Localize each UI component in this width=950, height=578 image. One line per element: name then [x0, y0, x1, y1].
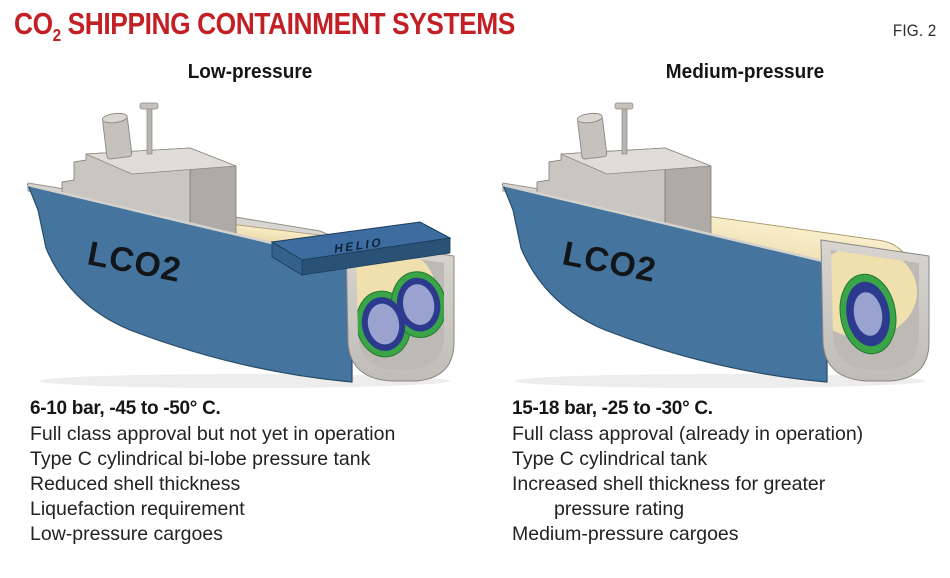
spec-line: Medium-pressure cargoes [512, 523, 739, 545]
mast-icon [139, 102, 159, 155]
low-pressure-spec-list: Full class approval but not yet in opera… [30, 422, 480, 547]
stern-cross-section [820, 239, 930, 382]
spec-line: Increased shell thickness for greater [512, 473, 826, 495]
spec-line: Full class approval but not yet in opera… [30, 423, 396, 445]
title-rest: SHIPPING CONTAINMENT SYSTEMS [60, 6, 516, 41]
medium-pressure-specs: 15-18 bar, -25 to -30° C. Full class app… [512, 396, 942, 547]
low-pressure-ship-illustration: LCO2 HELIO [27, 102, 455, 388]
spec-line: Low-pressure cargoes [30, 523, 223, 545]
hull-side [502, 184, 828, 383]
gunwale-lip [502, 183, 828, 264]
spec-line: Full class approval (already in operatio… [512, 423, 864, 445]
funnel-icon [101, 112, 133, 160]
mast-icon [614, 102, 634, 155]
stern-cross-section [345, 239, 455, 382]
spec-line: pressure rating [554, 498, 685, 520]
title-prefix: CO [14, 6, 53, 41]
spec-line: Type C cylindrical bi-lobe pressure tank [30, 448, 371, 470]
spec-line: Liquefaction requirement [30, 498, 245, 520]
title-subscript: 2 [52, 24, 61, 45]
funnel-icon [576, 112, 608, 160]
fig-number-label: FIG. 2 [892, 21, 936, 40]
medium-pressure-ship-illustration: LCO2 [502, 102, 930, 388]
hatch-panel: HELIO [270, 221, 452, 276]
cylinder-tank-cross-section [839, 273, 897, 355]
figure-title: CO2 SHIPPING CONTAINMENT SYSTEMS [14, 6, 515, 46]
medium-pressure-spec-list: Full class approval (already in operatio… [512, 422, 942, 547]
spec-line: Type C cylindrical tank [512, 448, 708, 470]
low-pressure-heading: Low-pressure [187, 61, 313, 83]
low-pressure-spec-title: 6-10 bar, -45 to -50° C. [30, 398, 221, 419]
low-pressure-specs: 6-10 bar, -45 to -50° C. Full class appr… [30, 396, 480, 547]
medium-pressure-heading: Medium-pressure [665, 61, 825, 83]
bilobe-tank-cross-section [356, 271, 444, 358]
medium-pressure-spec-title: 15-18 bar, -25 to -30° C. [512, 398, 713, 419]
hull-side [27, 184, 353, 383]
spec-line: Reduced shell thickness [30, 473, 241, 495]
